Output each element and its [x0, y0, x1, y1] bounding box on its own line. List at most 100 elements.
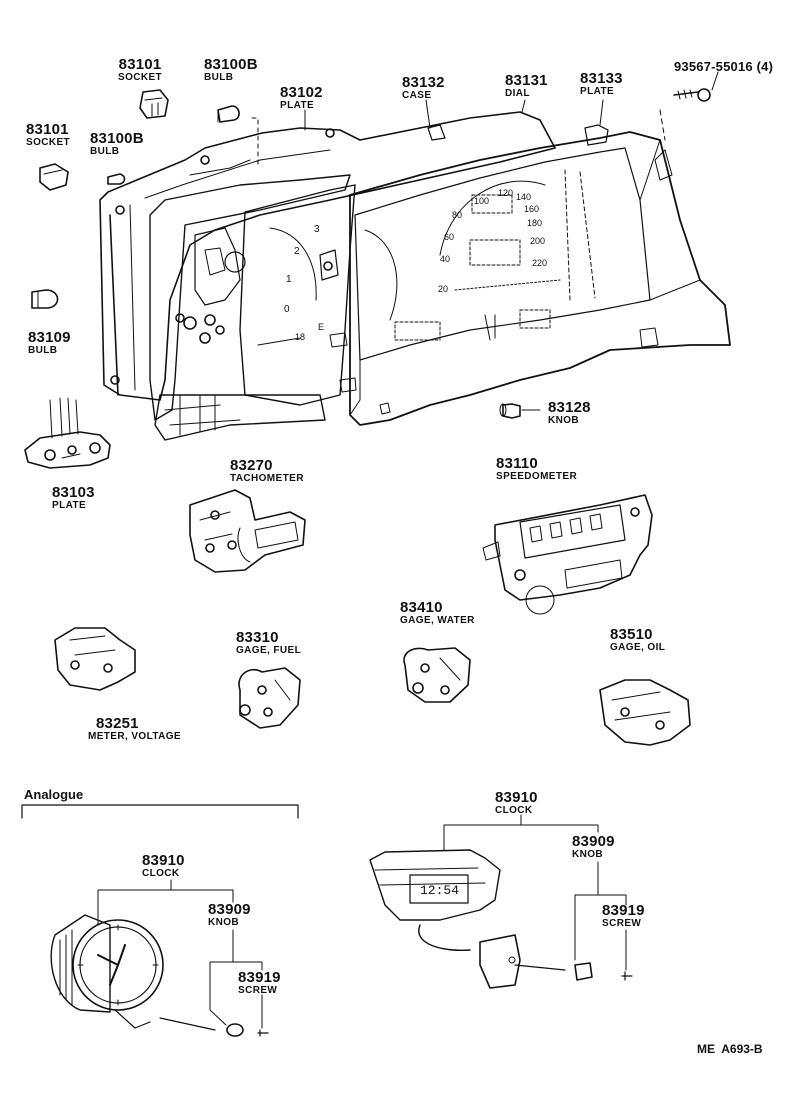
part-number: 83310: [236, 629, 279, 646]
part-number: 83101: [118, 56, 162, 73]
part-name: SPEEDOMETER: [496, 471, 578, 482]
part-number: 83131: [505, 72, 548, 89]
instrument-cluster-assembly: [99, 111, 731, 441]
analogue-clock-83910: [50, 914, 269, 1037]
bulb-83100b-upper: [217, 105, 240, 123]
tach-tick-3: 3: [314, 224, 320, 235]
part-number: 83132: [402, 74, 445, 91]
speedometer-83110: [482, 494, 653, 615]
part-number: 83100B: [204, 56, 258, 73]
speed-tick-120: 120: [498, 188, 513, 198]
part-name: DIAL: [505, 88, 530, 99]
digital-clock-83910: [369, 849, 633, 989]
socket-83101-lower: [39, 163, 69, 191]
bulb-83100b-lower: [107, 173, 126, 185]
label-83510: 83510 GAGE, OIL: [610, 627, 665, 653]
speed-tick-220: 220: [532, 258, 547, 268]
gage-fuel-83310: [238, 667, 301, 729]
digital-clock-readout: 12:54: [420, 883, 459, 898]
screw-93567: [673, 88, 711, 102]
speed-tick-80: 80: [452, 210, 462, 220]
socket-83101-upper: [139, 89, 169, 119]
part-number: 83910: [142, 852, 185, 869]
dial-face-83131: [354, 147, 651, 361]
label-83919-digital: 83919 SCREW: [602, 903, 645, 929]
label-83103: 83103 PLATE: [52, 485, 95, 511]
part-number: 83102: [280, 84, 323, 101]
label-83101-upper: 83101 SOCKET: [118, 57, 162, 83]
part-name: BULB: [90, 146, 120, 157]
label-83910-digital: 83910 CLOCK: [495, 790, 538, 816]
part-number: 83103: [52, 484, 95, 501]
part-number: 83133: [580, 70, 623, 87]
part-name: KNOB: [572, 849, 604, 860]
part-number: 93567-55016 (4): [674, 59, 774, 74]
label-83310: 83310 GAGE, FUEL: [236, 630, 301, 656]
label-83131: 83131 DIAL: [505, 73, 548, 99]
case-83132: [149, 174, 351, 421]
leader-lines: [251, 71, 719, 411]
speed-tick-100: 100: [474, 196, 489, 206]
label-83251: 83251 METER, VOLTAGE: [88, 716, 181, 742]
label-83100b-lower: 83100B BULB: [90, 131, 144, 157]
plate-83103: [24, 397, 111, 469]
label-83110: 83110 SPEEDOMETER: [496, 456, 577, 482]
tach-tick-2: 2: [294, 246, 300, 257]
label-83909-digital: 83909 KNOB: [572, 834, 615, 860]
part-number: 83909: [572, 833, 615, 850]
speed-tick-20: 20: [438, 284, 448, 294]
speed-tick-180: 180: [527, 218, 542, 228]
meter-voltage-83251: [54, 627, 136, 691]
part-name: GAGE, WATER: [400, 615, 475, 626]
tachometer-83270: [189, 489, 306, 573]
part-number: 83919: [238, 969, 281, 986]
label-83910-analogue: 83910 CLOCK: [142, 853, 185, 879]
part-name: SCREW: [238, 985, 278, 996]
part-number: 83410: [400, 599, 443, 616]
tach-marking-e: E: [318, 322, 324, 332]
part-name: CLOCK: [142, 868, 180, 879]
part-number: 83110: [496, 455, 538, 472]
part-number: 83109: [28, 329, 71, 346]
knob-83128: [499, 403, 521, 419]
label-83919-analogue: 83919 SCREW: [238, 970, 281, 996]
part-name: BULB: [28, 345, 58, 356]
front-lens-83133: [349, 131, 731, 426]
part-number: 83909: [208, 901, 251, 918]
tach-tick-1: 1: [286, 274, 292, 285]
part-name: GAGE, OIL: [610, 642, 666, 653]
part-number: 83251: [96, 715, 139, 732]
label-83101-lower: 83101 SOCKET: [26, 122, 70, 148]
part-name: SCREW: [602, 918, 642, 929]
section-label-analogue: Analogue: [24, 787, 84, 802]
tach-dial-plate: [239, 184, 356, 406]
label-83909-analogue: 83909 KNOB: [208, 902, 251, 928]
part-number: 83101: [26, 121, 69, 138]
label-83133: 83133 PLATE: [580, 71, 623, 97]
part-name: METER, VOLTAGE: [88, 731, 182, 742]
part-name: CLOCK: [495, 805, 533, 816]
label-93567: 93567-55016 (4): [674, 60, 773, 73]
speed-tick-40: 40: [440, 254, 450, 264]
part-name: KNOB: [548, 415, 580, 426]
part-name: PLATE: [580, 86, 615, 97]
label-83109: 83109 BULB: [28, 330, 71, 356]
bulb-83109: [31, 289, 59, 309]
part-name: SOCKET: [26, 137, 71, 148]
label-83410: 83410 GAGE, WATER: [400, 600, 475, 626]
part-name: PLATE: [52, 500, 87, 511]
speed-tick-140: 140: [516, 192, 531, 202]
analogue-bracket: [21, 804, 299, 819]
rear-plate-83102: [99, 111, 556, 401]
part-name: PLATE: [280, 100, 315, 111]
part-name: TACHOMETER: [230, 473, 304, 484]
label-83270: 83270 TACHOMETER: [230, 458, 304, 484]
gage-water-83410: [403, 647, 471, 703]
analogue-clock-leaders: [97, 879, 263, 1029]
label-83132: 83132 CASE: [402, 75, 445, 101]
speed-tick-60: 60: [444, 232, 454, 242]
tach-marking-18: 18: [295, 332, 305, 342]
part-name: CASE: [402, 90, 432, 101]
part-number: 83100B: [90, 130, 144, 147]
